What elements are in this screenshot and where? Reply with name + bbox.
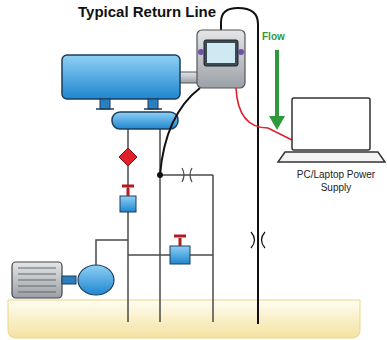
cylinder-port — [100, 99, 110, 109]
flow-meter — [197, 30, 245, 88]
port-flange — [96, 108, 162, 110]
valve-block — [170, 246, 190, 264]
oil-tank — [8, 300, 360, 338]
flow-arrowhead — [269, 116, 285, 130]
device-label: PC/Laptop Power Supply — [296, 169, 376, 194]
meter-port — [198, 49, 204, 55]
valve-handle — [122, 186, 134, 196]
diagram-title: Typical Return Line — [78, 3, 216, 22]
data-cable — [236, 88, 292, 140]
hydraulic-pump — [78, 265, 114, 295]
meter-port — [238, 49, 244, 55]
meter-screen — [204, 40, 238, 66]
flow-label: Flow — [262, 31, 285, 44]
hydraulic-cylinder — [62, 55, 180, 99]
hydraulic-lines — [96, 128, 213, 322]
sensor-hose — [160, 88, 200, 175]
meter-display — [207, 43, 235, 63]
cylinder-port — [148, 99, 158, 109]
laptop-screen — [292, 98, 370, 150]
laptop-base — [278, 152, 385, 162]
junction-dot — [157, 172, 163, 178]
filter-diamond — [119, 148, 137, 166]
coupling — [62, 276, 76, 284]
valve-block — [120, 196, 136, 212]
motor-fins — [18, 268, 56, 292]
orifice-symbol — [182, 168, 192, 182]
valve-handle — [174, 236, 186, 246]
directional-valve — [112, 112, 178, 129]
orifice-symbol — [251, 232, 265, 248]
flow-arrow — [275, 50, 279, 118]
electric-motor — [12, 262, 62, 298]
